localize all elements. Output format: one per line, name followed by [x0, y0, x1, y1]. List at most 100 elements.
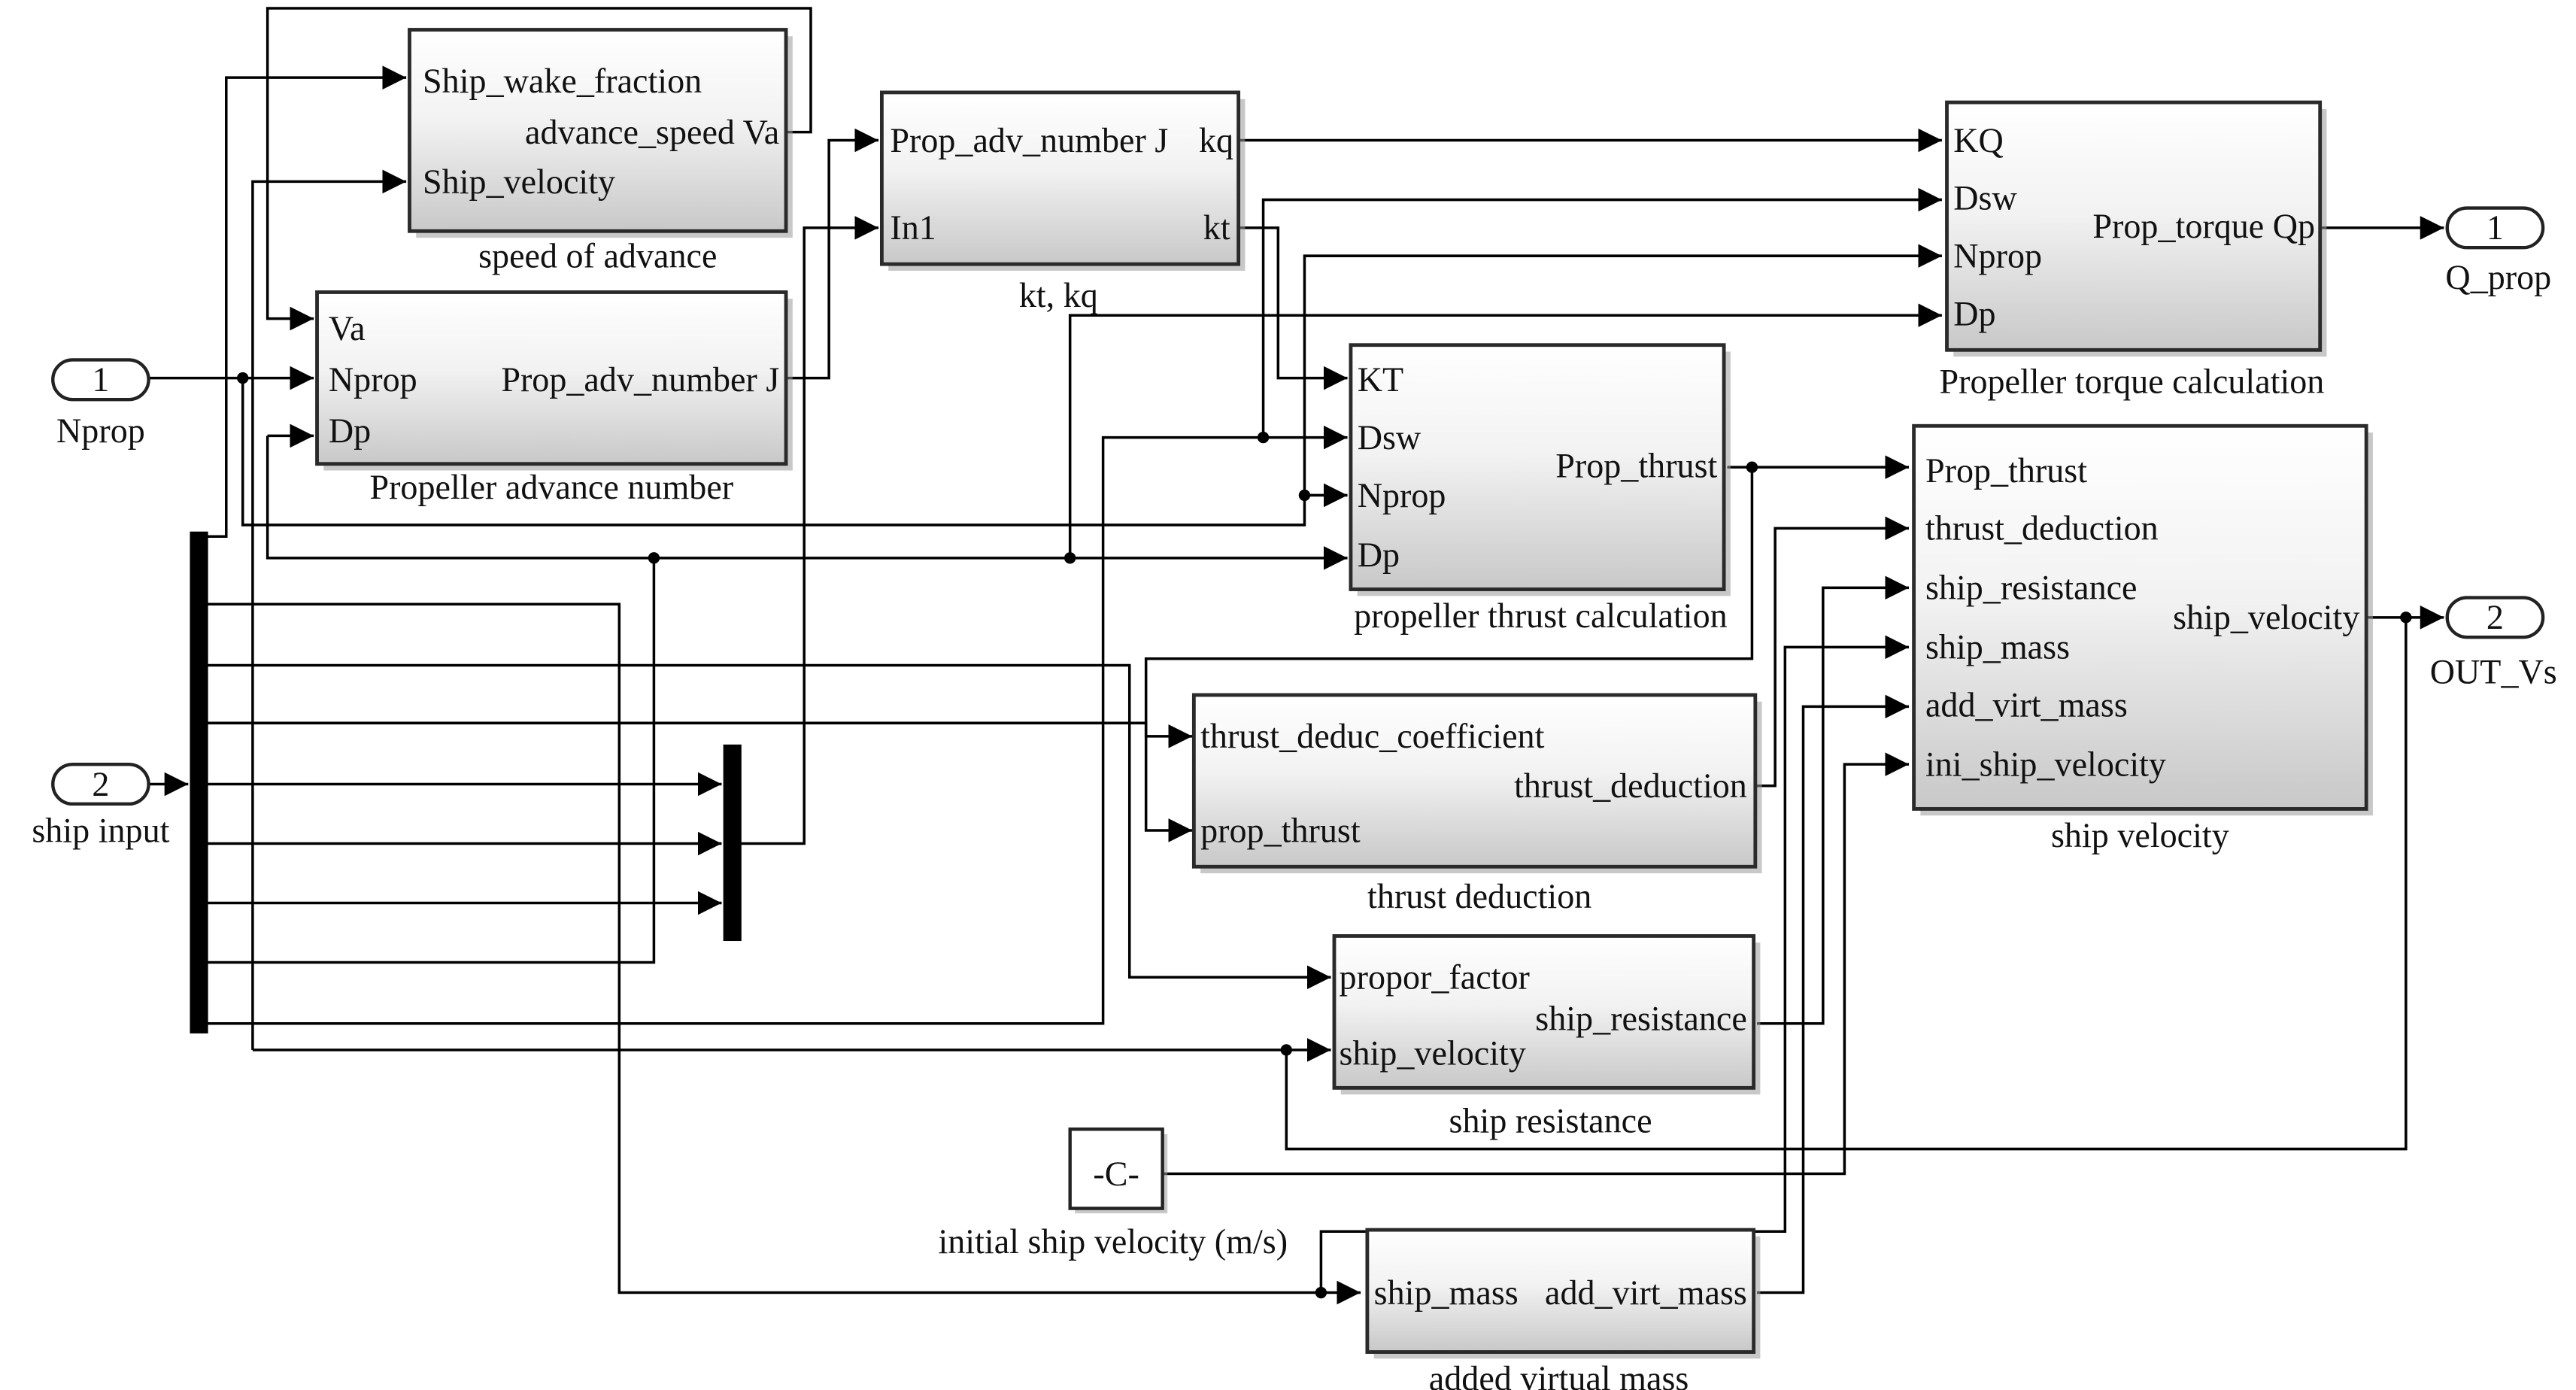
wire-nprop-to-thrust: [241, 378, 1348, 527]
wire-shipvel-to-soa: [251, 169, 407, 1050]
outport-label: Q_prop: [2445, 258, 2551, 296]
wire-wake-fraction: [206, 65, 407, 539]
junction-dot: [1280, 1044, 1292, 1056]
wires: [148, 7, 2444, 1305]
wire-bus-propor: [206, 663, 1331, 990]
inport-label: Nprop: [56, 411, 145, 450]
port-label: thrust_deduction: [1514, 766, 1747, 805]
port-label: Prop_adv_number J: [501, 360, 779, 399]
wire-nprop-to-torque: [1303, 244, 1942, 496]
block-caption: speed of advance: [478, 237, 717, 275]
wire-prop-thrust-to-td: [1144, 467, 1754, 842]
port-label: propor_factor: [1340, 958, 1530, 997]
port-label: add_virt_mass: [1925, 686, 2128, 724]
block-ship-velocity[interactable]: Prop_thrust thrust_deduction ship_resist…: [1912, 423, 2373, 854]
block-caption: Propeller advance number: [369, 468, 733, 506]
block-caption: propeller thrust calculation: [1354, 596, 1728, 635]
outport-number: 1: [2486, 208, 2504, 247]
block-caption: kt, kq: [1019, 276, 1098, 314]
bus-creator-small[interactable]: [723, 744, 742, 942]
block-thrust-deduction[interactable]: thrust_deduc_coefficient thrust_deductio…: [1191, 693, 1762, 915]
port-label: advance_speed Va: [525, 113, 779, 151]
junction-dot: [1257, 431, 1270, 444]
port-label: KQ: [1953, 121, 2004, 159]
port-label: Dp: [1358, 536, 1400, 574]
wire-vs-feedback: [1285, 617, 2408, 1151]
wire-avm-out: [1757, 694, 1910, 1294]
bus-selector-main[interactable]: [190, 531, 208, 1033]
port-label: kq: [1199, 121, 1233, 159]
block-kt-kq[interactable]: Prop_adv_number J kq In1 kt kt, kq: [879, 90, 1246, 314]
port-label: ini_ship_velocity: [1925, 745, 2166, 784]
inport-nprop[interactable]: 1 Nprop: [51, 358, 150, 450]
port-label: Dsw: [1953, 179, 2017, 217]
outport-out-vs[interactable]: 2 OUT_Vs: [2430, 596, 2557, 691]
junction-dot: [1315, 1286, 1327, 1299]
port-label: Prop_adv_number J: [890, 121, 1168, 159]
port-label: Ship_velocity: [423, 162, 615, 201]
block-propeller-thrust-calculation[interactable]: KT Dsw Nprop Dp Prop_thrust propeller th…: [1349, 343, 1731, 635]
port-label: Prop_torque Qp: [2092, 207, 2315, 245]
junction-dot: [1746, 461, 1758, 473]
block-caption: Propeller torque calculation: [1939, 362, 2324, 400]
inport-number: 2: [92, 765, 109, 803]
port-label: In1: [890, 208, 936, 247]
wire-va: [265, 7, 812, 331]
wire-dp-to-torque: [1068, 303, 1942, 558]
junction-dot: [237, 372, 249, 384]
port-label: Nprop: [1358, 476, 1446, 514]
block-propeller-torque-calculation[interactable]: KQ Dsw Nprop Dp Prop_torque Qp Propeller…: [1939, 100, 2327, 400]
wire-dsw-to-torque: [1261, 187, 1942, 438]
wire-sr-out: [1757, 575, 1910, 1025]
wire-shipmass-to-sv: [1319, 635, 1910, 1293]
wire-dsw: [206, 425, 1348, 1025]
port-label: Va: [329, 309, 366, 348]
port-label: ship_resistance: [1925, 569, 2138, 607]
outport-number: 2: [2486, 598, 2504, 636]
port-label: ship_velocity: [1340, 1034, 1526, 1073]
wire-j: [786, 128, 879, 380]
port-label: ship_mass: [1925, 628, 2070, 666]
port-label: KT: [1358, 360, 1403, 399]
port-label: thrust_deduction: [1925, 509, 2159, 548]
port-label: ship_velocity: [2173, 598, 2359, 636]
wire-dp-from-bus: [206, 557, 656, 964]
block-caption: thrust deduction: [1367, 877, 1591, 915]
junction-dot: [1064, 552, 1076, 564]
port-label: kt: [1203, 208, 1230, 247]
junctions: [237, 372, 2412, 1299]
wire-bus-shipmass: [206, 602, 1361, 1305]
junction-dot: [648, 552, 660, 564]
block-caption: added virtual mass: [1429, 1359, 1689, 1390]
block-caption: initial ship velocity (m/s): [938, 1222, 1288, 1261]
block-initial-ship-velocity[interactable]: -C- initial ship velocity (m/s): [938, 1127, 1288, 1261]
block-ship-resistance[interactable]: propor_factor ship_resistance ship_veloc…: [1332, 934, 1761, 1140]
inport-number: 1: [92, 360, 109, 399]
block-added-virtual-mass[interactable]: ship_mass add_virt_mass added virtual ma…: [1365, 1228, 1761, 1390]
block-caption: ship resistance: [1449, 1102, 1652, 1140]
port-label: Ship_wake_fraction: [423, 62, 702, 100]
port-label: Prop_thrust: [1555, 446, 1717, 484]
port-label: thrust_deduc_coefficient: [1200, 717, 1544, 755]
wire-td-out: [1757, 516, 1910, 788]
outport-label: OUT_Vs: [2430, 653, 2557, 691]
inport-label: ship input: [32, 811, 169, 849]
junction-dot: [1298, 489, 1311, 502]
outport-q-prop[interactable]: 1 Q_prop: [2445, 206, 2551, 297]
port-label: Prop_thrust: [1925, 451, 2087, 490]
port-label: ship_resistance: [1535, 1000, 1747, 1038]
constant-value: -C-: [1093, 1155, 1139, 1193]
port-label: Nprop: [1953, 237, 2042, 275]
port-label: Nprop: [329, 360, 417, 399]
wire-dp-main: [265, 436, 1348, 570]
block-speed-of-advance[interactable]: Ship_wake_fraction advance_speed Va Ship…: [408, 28, 793, 275]
port-label: Dp: [1953, 294, 1995, 332]
inport-ship-input[interactable]: 2 ship input: [32, 762, 170, 849]
port-label: prop_thrust: [1200, 811, 1361, 849]
block-caption: ship velocity: [2051, 816, 2229, 854]
wire-kt: [1239, 226, 1348, 390]
block-propeller-advance-number[interactable]: Va Nprop Dp Prop_adv_number J Propeller …: [315, 290, 793, 506]
wire-in1: [735, 216, 879, 845]
port-label: ship_mass: [1374, 1273, 1519, 1312]
